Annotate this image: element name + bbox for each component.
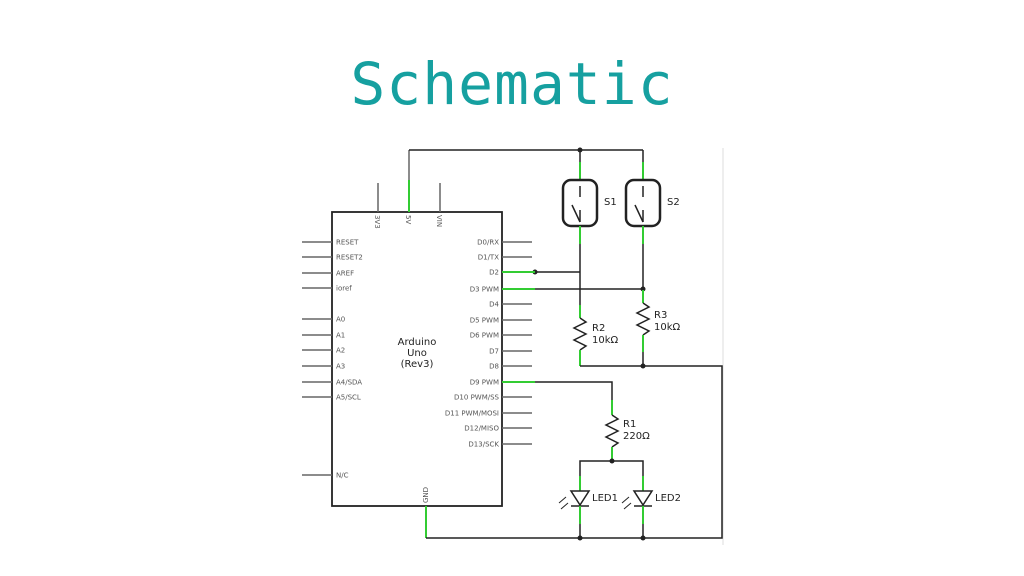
s2-label: S2 (667, 197, 680, 208)
right-pin-label: D0/RX (477, 239, 499, 247)
right-pin-label: D5 PWM (470, 317, 499, 325)
right-pin-label: D1/TX (478, 254, 499, 262)
left-pin-label: RESET2 (336, 254, 363, 262)
right-pin-label: D2 (489, 269, 499, 277)
led2-ray1 (621, 496, 630, 504)
junction-d3 (640, 286, 646, 292)
right-pin-label: D10 PWM/SS (454, 394, 500, 402)
led2-symbol (632, 490, 654, 507)
r3-value: 10kΩ (654, 322, 681, 333)
resistor-r3 (635, 302, 651, 336)
right-pin-label: D7 (489, 348, 499, 356)
resistor-r1 (604, 414, 620, 448)
arduino-board (331, 211, 503, 507)
led1-ray1 (558, 496, 567, 504)
right-pin-label: D4 (489, 301, 499, 309)
r2-name: R2 (592, 323, 605, 334)
left-pin-label: A0 (336, 316, 345, 324)
left-pin-label: A1 (336, 332, 345, 340)
pin-label-5v: 5V (404, 215, 412, 224)
led2-label: LED2 (655, 493, 681, 504)
r1-name: R1 (623, 419, 636, 430)
r1-value: 220Ω (623, 431, 650, 442)
left-pin-label: RESET (336, 239, 359, 247)
board-name-1: Arduino (398, 337, 437, 348)
s1-lever (571, 204, 581, 223)
led1-label: LED1 (592, 493, 618, 504)
left-pin-label: A2 (336, 347, 345, 355)
left-pin-label: A4/SDA (336, 379, 362, 387)
left-pin-label: A5/SCL (336, 394, 361, 402)
left-pin-label: AREF (336, 270, 354, 278)
right-pin-label: D8 (489, 363, 499, 371)
led1-ray2 (560, 502, 569, 510)
s1-label: S1 (604, 197, 617, 208)
pin-label-vin: VIN (435, 215, 443, 227)
r3-name: R3 (654, 310, 667, 321)
junction-gnd-r3 (640, 363, 646, 369)
right-pin-label: D13/SCK (468, 441, 499, 449)
right-pin-label: D12/MISO (464, 425, 499, 433)
junction-gnd-led1 (577, 535, 583, 541)
pin-label-3v3: 3V3 (373, 215, 381, 229)
right-pin-label: D9 PWM (470, 379, 499, 387)
board-name-2: Uno (407, 348, 427, 359)
board-name-3: (Rev3) (401, 359, 434, 370)
wire-gnd-bus (426, 365, 723, 539)
resistor-r2 (572, 317, 588, 351)
r2-value: 10kΩ (592, 335, 619, 346)
led2-ray2 (623, 502, 632, 510)
pin-label-gnd: GND (422, 487, 430, 503)
right-pin-label: D6 PWM (470, 332, 499, 340)
led1-symbol (569, 490, 591, 507)
slide-title: Schematic (350, 50, 674, 118)
left-pin-label: ioref (336, 285, 352, 293)
left-pin-label: N/C (336, 472, 349, 480)
s2-lever (634, 204, 644, 223)
junction-gnd-led2 (640, 535, 646, 541)
right-pin-label: D11 PWM/MOSI (445, 410, 499, 418)
junction-r1 (609, 458, 615, 464)
wire-d9-r1 (535, 381, 613, 400)
right-pin-label: D3 PWM (470, 286, 499, 294)
left-pin-label: A3 (336, 363, 345, 371)
